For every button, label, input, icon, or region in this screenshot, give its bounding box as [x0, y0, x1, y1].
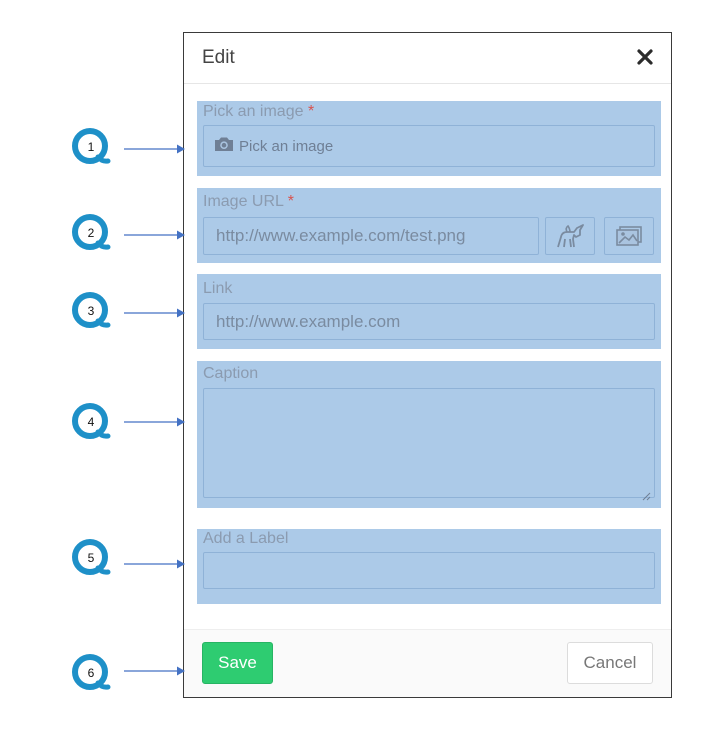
pick-image-button[interactable]: Pick an image [203, 125, 655, 167]
callout-number: 1 [87, 140, 95, 154]
callout-arrow [124, 666, 185, 676]
cancel-button[interactable]: Cancel [567, 642, 653, 684]
pick-image-label: Pick an image * [203, 103, 315, 120]
add-label-label: Add a Label [203, 530, 289, 547]
callout-arrow [124, 230, 185, 240]
close-icon[interactable] [635, 46, 655, 68]
callout-number: 3 [87, 304, 95, 318]
callout-arrow [124, 144, 185, 154]
caption-group: Caption [197, 361, 661, 508]
dialog-header: Edit [184, 33, 671, 84]
callout-marker: 4 [71, 402, 111, 442]
dialog-footer: Save Cancel [184, 629, 671, 697]
callout-marker: 6 [71, 653, 111, 693]
link-label: Link [203, 280, 233, 297]
callout-number: 4 [87, 415, 95, 429]
image-url-label: Image URL * [203, 193, 295, 210]
caption-textarea[interactable] [203, 388, 655, 498]
callout-number: 5 [87, 551, 95, 565]
camera-icon [214, 136, 234, 156]
callout-arrow [124, 559, 185, 569]
callout-arrow [124, 308, 185, 318]
callout-number: 2 [87, 226, 95, 240]
save-button[interactable]: Save [202, 642, 273, 684]
image-url-group: Image URL * [197, 188, 661, 263]
callout-marker: 5 [71, 538, 111, 578]
caption-label: Caption [203, 365, 259, 382]
pick-image-button-label: Pick an image [239, 137, 334, 155]
unicorn-icon[interactable] [545, 217, 595, 255]
required-marker: * [287, 193, 295, 210]
required-marker: * [307, 103, 315, 120]
link-input[interactable] [203, 303, 655, 340]
callout-marker: 2 [71, 213, 111, 253]
callout-arrow [124, 417, 185, 427]
gallery-icon[interactable] [604, 217, 654, 255]
callout-marker: 1 [71, 127, 111, 167]
link-group: Link [197, 274, 661, 349]
callout-number: 6 [87, 666, 95, 680]
edit-dialog: Edit Pick an image * Pick an image Image… [183, 32, 672, 698]
image-url-input[interactable] [203, 217, 539, 255]
resize-grip-icon[interactable] [641, 488, 651, 501]
add-label-group: Add a Label [197, 529, 661, 604]
add-label-input[interactable] [203, 552, 655, 589]
callout-marker: 3 [71, 291, 111, 331]
dialog-title: Edit [202, 47, 235, 68]
pick-image-group: Pick an image * Pick an image [197, 101, 661, 176]
